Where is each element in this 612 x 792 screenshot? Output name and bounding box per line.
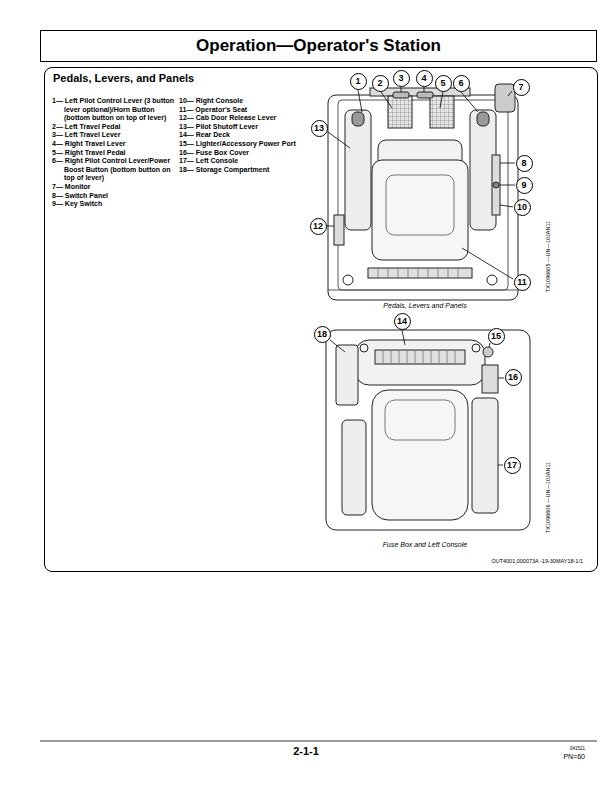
legend-item: 15— Lighter/Accessory Power Port [179,140,307,149]
legend-item: 12— Cab Door Release Lever [179,114,307,123]
callout-number: 13 [311,120,328,137]
callout-number: 3 [393,70,410,87]
page-number: 2-1-1 [256,745,356,757]
callout-text: 17 [507,461,517,470]
callout-text: 10 [517,203,527,212]
callout-number: 10 [514,199,531,216]
section-frame: Pedals, Levers, and Panels12345671389101… [44,67,598,572]
rear-view-cab [326,330,530,530]
section-heading: Pedals, Levers, and Panels [53,72,194,84]
callout-number: 17 [504,457,521,474]
callout-text: 16 [508,373,518,382]
legend-item: 10— Right Console [179,97,307,106]
legend-item: 3— Left Travel Lever [52,131,176,140]
callout-number: 16 [505,369,522,386]
callout-number: 15 [488,328,505,345]
callout-number: 7 [513,79,530,96]
legend-item: 14— Rear Deck [179,131,307,140]
figure-id: TX1096605 —UN—10JAN11 [545,221,551,292]
legend-item: 1— Left Pilot Control Lever (3 button le… [52,97,176,123]
callout-number: 5 [435,75,452,92]
callout-text: 13 [314,124,324,133]
rear-view-leader-lines [330,330,504,465]
title-box: Operation—Operator's Station [40,30,597,62]
callout-text: 18 [317,330,327,339]
print-number: PN=60 [530,753,585,760]
callout-text: 4 [421,74,426,83]
callout-number: 11 [514,274,531,291]
callout-text: 1 [355,77,360,86]
figure-caption: Pedals, Levers and Panels [340,302,510,309]
callout-text: 12 [313,222,323,231]
callout-number: 1 [350,73,367,90]
callout-text: 9 [521,181,526,190]
figure-id: TX1096606 —UN—10JAN11 [545,462,551,533]
callout-number: 12 [310,218,327,235]
callout-number: 8 [516,155,533,172]
revision-code: 041521 [540,746,585,751]
callout-text: 3 [398,74,403,83]
legend-item: 16— Fuse Box Cover [179,149,307,158]
callout-text: 8 [521,159,526,168]
callout-text: 14 [397,317,407,326]
callout-number: 4 [416,70,433,87]
figure-caption: Fuse Box and Left Console [340,541,510,548]
legend-item: 4— Right Travel Lever [52,140,176,149]
callout-text: 6 [458,79,463,88]
legend-item: 17— Left Console [179,157,307,166]
legend-item: 5— Right Travel Pedal [52,149,176,158]
callout-number: 6 [453,75,470,92]
top-view-leader-lines [327,87,515,279]
callout-text: 15 [491,332,501,341]
document-code: OUT4001,000073A -19-30MAY18-1/1 [420,558,583,564]
callout-number: 2 [372,75,389,92]
legend-item: 18— Storage Compartment [179,166,307,175]
legend-item: 8— Switch Panel [52,192,176,201]
legend-item: 2— Left Travel Pedal [52,123,176,132]
callout-text: 5 [440,79,445,88]
legend-item: 7— Monitor [52,183,176,192]
legend-item: 6— Right Pilot Control Lever/Power Boost… [52,157,176,183]
callout-number: 14 [394,313,411,330]
callout-number: 9 [516,177,533,194]
callout-text: 7 [518,83,523,92]
legend-item: 11— Operator's Seat [179,106,307,115]
page-title: Operation—Operator's Station [196,36,441,56]
legend-item: 9— Key Switch [52,200,176,209]
page-rules [40,741,597,742]
callout-text: 2 [377,79,382,88]
callout-number: 18 [314,326,331,343]
top-view-cab [328,84,518,300]
callout-text: 11 [517,278,527,287]
legend-item: 13— Pilot Shutoff Lever [179,123,307,132]
